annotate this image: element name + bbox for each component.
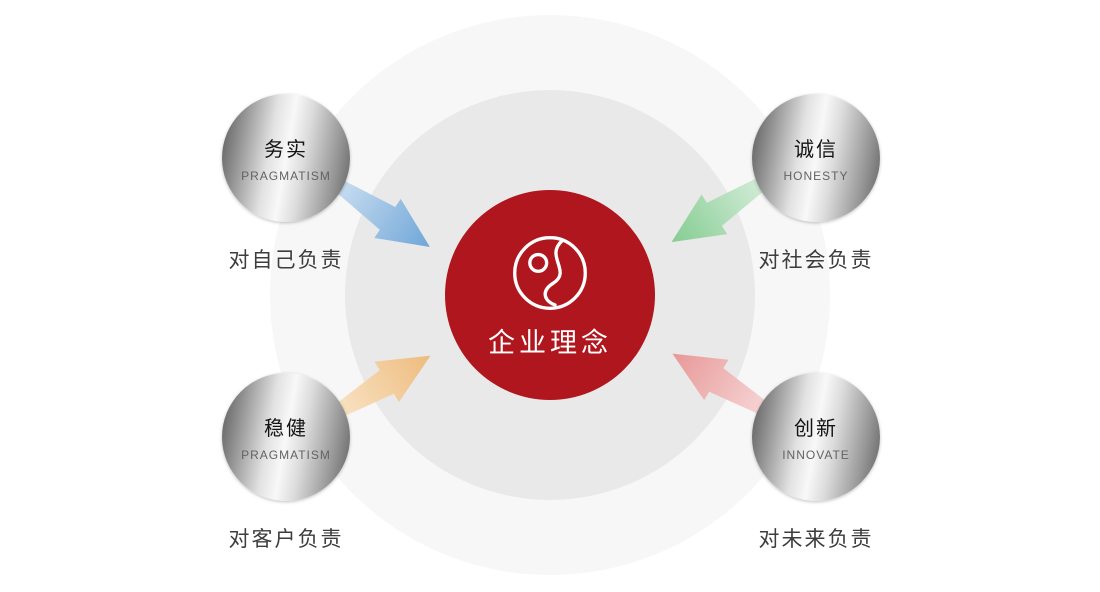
arrow-pragmatism-icon — [328, 176, 430, 247]
node-caption: 对自己负责 — [228, 249, 344, 272]
node-steadiness: 稳健 PRAGMATISM 对客户负责 — [222, 373, 350, 553]
company-logo-icon — [513, 235, 587, 310]
center-title: 企业理念 — [488, 327, 612, 358]
metal-circle-pragmatism: 务实 PRAGMATISM — [222, 94, 350, 222]
metal-circle-innovation: 创新 INNOVATE — [752, 373, 880, 501]
node-label-en: INNOVATE — [782, 448, 850, 462]
node-honesty: 诚信 HONESTY 对社会负责 — [752, 94, 880, 274]
node-caption: 对社会负责 — [758, 249, 874, 272]
node-label-cn: 务实 — [264, 139, 308, 161]
center-circle: 企业理念 — [445, 190, 655, 400]
node-caption: 对客户负责 — [228, 528, 344, 551]
metal-circle-steadiness: 稳健 PRAGMATISM — [222, 373, 350, 501]
arrow-steadiness-icon — [326, 355, 431, 422]
metal-circle-honesty: 诚信 HONESTY — [752, 94, 880, 222]
arrow-honesty-icon — [671, 172, 774, 243]
node-label-en: PRAGMATISM — [241, 169, 331, 183]
node-label-cn: 稳健 — [264, 418, 308, 440]
arrow-innovation-icon — [672, 353, 777, 420]
node-pragmatism: 务实 PRAGMATISM 对自己负责 — [222, 94, 350, 274]
node-label-en: PRAGMATISM — [241, 448, 331, 462]
node-caption: 对未来负责 — [758, 528, 874, 551]
node-label-en: HONESTY — [783, 169, 849, 183]
node-label-cn: 诚信 — [794, 139, 838, 161]
node-label-cn: 创新 — [794, 418, 838, 440]
node-innovation: 创新 INNOVATE 对未来负责 — [752, 373, 880, 553]
